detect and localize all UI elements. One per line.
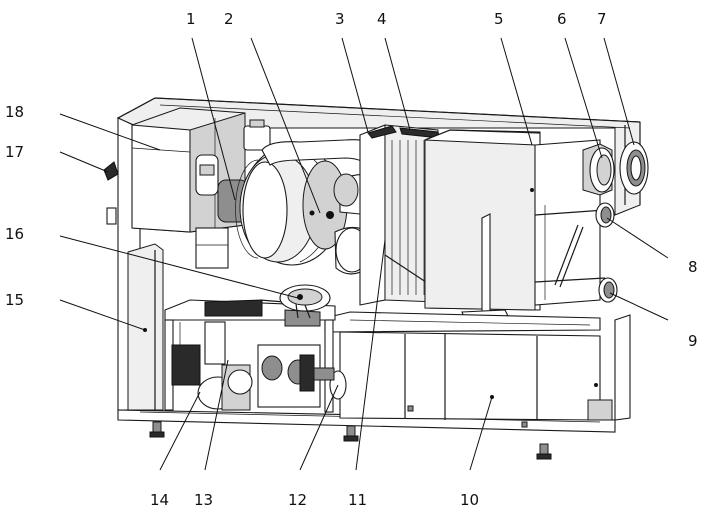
side-panel [127, 243, 164, 411]
callout-11: 11 [348, 491, 367, 509]
callout-1: 1 [186, 10, 196, 28]
leader-4 [384, 37, 411, 131]
callout-13: 13 [194, 491, 213, 509]
leader-5 [500, 37, 533, 146]
callout-17: 17 [5, 143, 24, 161]
leader-11 [355, 239, 386, 471]
leader-9 [609, 292, 669, 321]
leader-12 [299, 384, 339, 471]
callout-labels: 1 2 3 4 5 6 7 8 9 10 11 12 13 14 15 16 1… [5, 10, 698, 509]
base-feet [149, 421, 552, 460]
callout-14: 14 [150, 491, 169, 509]
callout-10: 10 [460, 491, 479, 509]
leader-17 [59, 151, 109, 173]
callout-16: 16 [5, 225, 24, 243]
callout-3: 3 [335, 10, 345, 28]
lower-cabinet [324, 311, 613, 428]
leader-14 [159, 391, 201, 471]
callout-2: 2 [224, 10, 234, 28]
callout-15: 15 [5, 291, 24, 309]
pump-assembly [171, 321, 347, 411]
leader-6 [564, 37, 603, 159]
main-enclosure [424, 129, 606, 323]
callout-7: 7 [597, 10, 607, 28]
leader-15 [59, 299, 146, 331]
callout-8: 8 [688, 258, 698, 276]
callout-12: 12 [288, 491, 307, 509]
leader-1 [191, 37, 236, 201]
leader-13 [204, 359, 229, 471]
leader-16 [59, 235, 299, 299]
control-valve [195, 119, 271, 269]
blower-unit [235, 144, 348, 266]
callout-6: 6 [557, 10, 567, 28]
callout-9: 9 [688, 332, 698, 350]
callout-4: 4 [377, 10, 387, 28]
leader-3 [341, 37, 369, 133]
leader-8 [606, 217, 669, 259]
ports [582, 141, 649, 303]
leader-10 [469, 396, 493, 471]
side-connector [103, 161, 119, 225]
leader-18 [59, 113, 161, 151]
leader-lines [59, 37, 669, 471]
leader-2 [250, 37, 321, 214]
pressure-gauge [279, 284, 331, 319]
callout-5: 5 [494, 10, 504, 28]
callout-18: 18 [5, 103, 24, 121]
leader-7 [603, 37, 635, 146]
